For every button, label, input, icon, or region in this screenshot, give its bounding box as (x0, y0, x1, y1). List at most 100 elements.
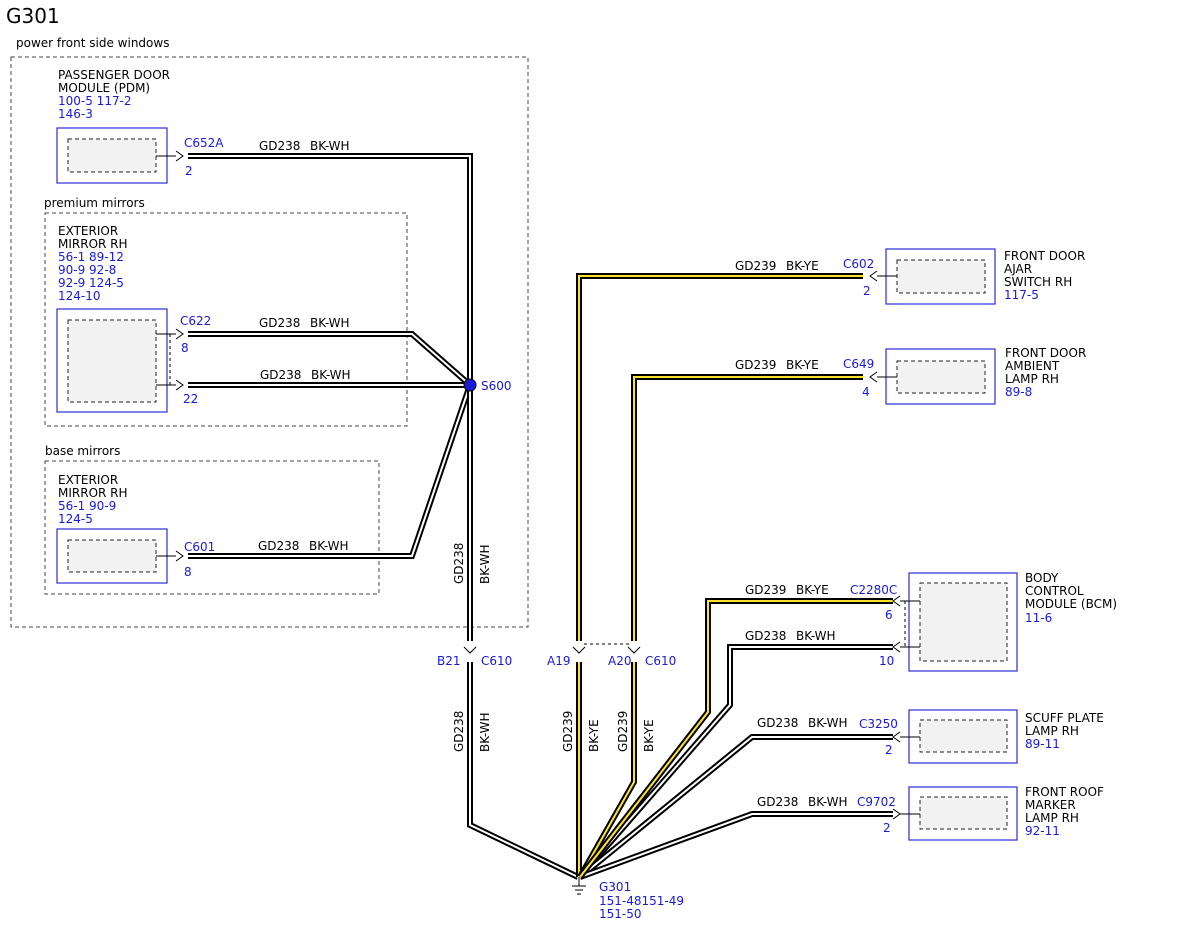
circuit-label-vertical: GD238 (452, 543, 466, 584)
circuit-label: GD238 (757, 716, 798, 730)
wire-c610-b21-to-ground[interactable] (467, 662, 580, 880)
section-label-power-windows: power front side windows (16, 36, 169, 50)
connector-id: C649 (843, 357, 874, 371)
module-name: MODULE (BCM) (1025, 597, 1117, 611)
module-name: SWITCH RH (1004, 275, 1072, 289)
circuit-color-label-vertical: BK-WH (478, 712, 492, 752)
connector-pin: 22 (183, 392, 198, 406)
connector-pin: 2 (185, 164, 193, 178)
circuit-label: GD238 (259, 139, 300, 153)
ground-ref: 151-50 (599, 907, 642, 921)
connector-pin: 2 (863, 284, 871, 298)
module-ref: 124-10 (58, 289, 101, 303)
section-label-base-mirrors: base mirrors (45, 444, 120, 458)
module-name: CONTROL (1025, 584, 1084, 598)
pin-arrow-icon (892, 731, 901, 743)
module-ref: 89-8 (1005, 385, 1032, 399)
module-scuff-lamp[interactable]: C3250 2 SCUFF PLATE LAMP RH 89-11 (859, 709, 1104, 764)
pin-arrow-icon (892, 808, 901, 820)
module-ref: 90-9 92-8 (58, 263, 116, 277)
pin-arrow-icon (869, 371, 878, 383)
section-frame-power-windows (10, 56, 529, 628)
ground-id: G301 (599, 880, 631, 894)
circuit-label-vertical: GD239 (616, 711, 630, 752)
module-name: LAMP RH (1025, 724, 1079, 738)
page-title: G301 (6, 4, 60, 28)
connector-pin: B21 (437, 654, 461, 668)
module-mirror-base[interactable]: EXTERIOR MIRROR RH 56-1 90-9 124-5 C601 … (56, 473, 215, 584)
module-inner (919, 719, 1008, 753)
circuit-label: GD239 (735, 259, 776, 273)
circuit-label: GD238 (259, 316, 300, 330)
circuit-color-label: BK-WH (808, 716, 848, 730)
connector-pin: 10 (879, 654, 894, 668)
wire-group-gd238 (188, 153, 893, 880)
circuit-color-label-vertical: BK-YE (587, 719, 601, 752)
module-name: SCUFF PLATE (1025, 711, 1104, 725)
section-frame-base-mirrors (44, 460, 380, 595)
circuit-color-label: BK-WH (796, 629, 836, 643)
splice-id: S600 (481, 379, 512, 393)
connector-id: C9702 (857, 795, 896, 809)
pin-arrow-icon (175, 328, 184, 340)
ground-g301[interactable]: G301 151-48151-49 151-50 (572, 877, 684, 921)
module-ref: 124-5 (58, 512, 93, 526)
module-name: FRONT DOOR (1005, 346, 1086, 360)
connector-id: C602 (843, 257, 874, 271)
splice-dot-icon[interactable] (463, 378, 477, 392)
pin-arrow-icon (892, 641, 901, 653)
module-name: LAMP RH (1005, 372, 1059, 386)
pin-arrow-icon (869, 270, 878, 282)
module-ambient-lamp[interactable]: C649 4 FRONT DOOR AMBIENT LAMP RH 89-8 (843, 346, 1086, 405)
module-name: AJAR (1004, 262, 1032, 276)
module-door-ajar[interactable]: C602 2 FRONT DOOR AJAR SWITCH RH 117-5 (843, 248, 1085, 305)
connector-pin: 8 (181, 341, 189, 355)
circuit-color-label: BK-WH (311, 368, 351, 382)
circuit-label: GD239 (735, 358, 776, 372)
circuit-color-label: BK-WH (310, 139, 350, 153)
wire-base-mirror-to-s600[interactable] (188, 384, 473, 559)
connector-id: C622 (180, 314, 211, 328)
module-inner (67, 319, 157, 403)
module-inner (67, 539, 157, 573)
module-name: FRONT ROOF (1025, 785, 1104, 799)
module-name: FRONT DOOR (1004, 249, 1085, 263)
connector-id: C610 (481, 654, 512, 668)
connector-pin: 8 (184, 565, 192, 579)
connector-pin: A19 (547, 654, 570, 668)
circuit-label: GD238 (260, 368, 301, 382)
connector-pin: 4 (862, 385, 870, 399)
pin-arrow-icon (892, 595, 901, 607)
module-bcm[interactable]: C2280C 6 10 BODY CONTROL MODULE (BCM) 11… (850, 571, 1117, 672)
module-pdm[interactable]: PASSENGER DOOR MODULE (PDM) 100-5 117-2 … (56, 68, 224, 184)
module-name: MIRROR RH (58, 486, 128, 500)
module-roof-marker-lamp[interactable]: C9702 2 FRONT ROOF MARKER LAMP RH 92-11 (857, 785, 1104, 841)
module-name: MARKER (1025, 798, 1076, 812)
connector-id: C3250 (859, 717, 898, 731)
pin-arrow-icon (175, 550, 184, 562)
connector-c610[interactable]: B21 C610 A19 A20 C610 (437, 643, 676, 668)
module-name: LAMP RH (1025, 811, 1079, 825)
splice-s600[interactable]: S600 (463, 378, 512, 393)
module-ref: 92-11 (1025, 824, 1060, 838)
pin-arrow-icon (627, 646, 641, 654)
circuit-label: GD238 (258, 539, 299, 553)
wire-labels: GD238 BK-WH GD238 BK-WH GD238 BK-WH GD23… (258, 139, 848, 809)
circuit-label: GD238 (745, 629, 786, 643)
circuit-label: GD238 (757, 795, 798, 809)
circuit-color-label: BK-WH (310, 316, 350, 330)
module-name: MIRROR RH (58, 237, 128, 251)
module-name: EXTERIOR (58, 224, 118, 238)
pin-arrow-icon (572, 646, 586, 654)
connector-pin: 2 (883, 821, 891, 835)
module-inner (67, 138, 157, 173)
pin-arrow-icon (463, 646, 477, 654)
module-mirror-premium[interactable]: EXTERIOR MIRROR RH 56-1 89-12 90-9 92-8 … (56, 224, 211, 413)
section-frame-premium-mirrors (44, 212, 408, 427)
module-ref: 117-5 (1004, 288, 1039, 302)
circuit-color-label-vertical: BK-YE (642, 719, 656, 752)
circuit-color-label: BK-WH (309, 539, 349, 553)
module-inner (896, 259, 986, 294)
